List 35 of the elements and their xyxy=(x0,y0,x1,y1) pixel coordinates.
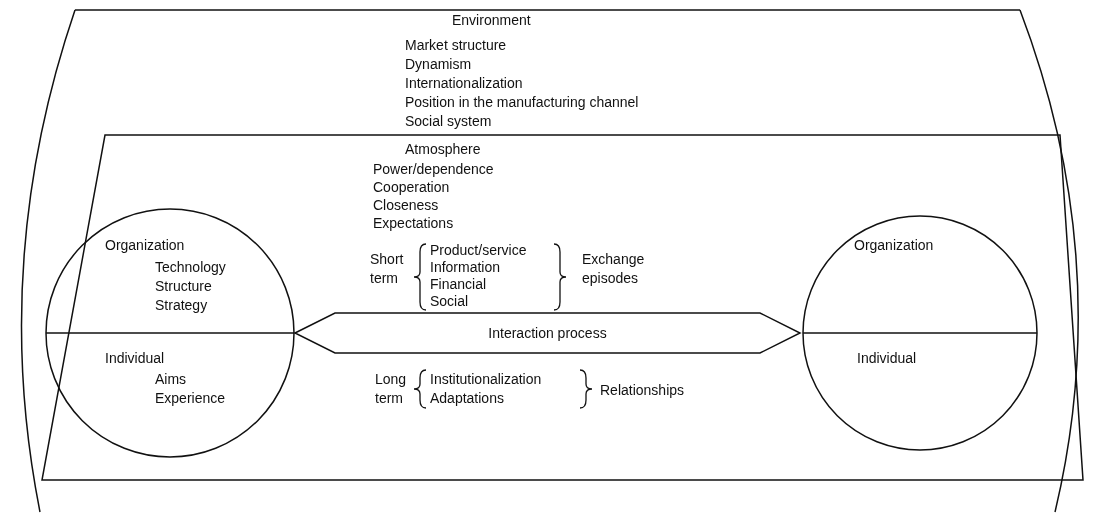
annotation-text: Social xyxy=(430,292,469,311)
annotation-text: Product/service xyxy=(430,241,527,260)
heading: Atmosphere xyxy=(405,141,481,158)
heading: Organization xyxy=(854,237,934,254)
list-item: Social system xyxy=(405,113,492,130)
atmosphere-panel xyxy=(40,133,1085,483)
list-item: Cooperation xyxy=(373,179,450,196)
list-item: Technology xyxy=(155,259,226,276)
annotation-text: Adaptations xyxy=(430,389,504,408)
list-item: Power/dependence xyxy=(373,161,494,178)
annotation-text: Financial xyxy=(430,275,487,294)
heading: Individual xyxy=(857,350,917,367)
list-item: Closeness xyxy=(373,197,439,214)
annotation-text: Relationships xyxy=(600,381,685,400)
annotation-text: Institutionalization xyxy=(430,370,542,389)
party-circle xyxy=(45,208,295,458)
list-item: Market structure xyxy=(405,37,507,54)
list-item: Experience xyxy=(155,390,226,407)
list-item: Strategy xyxy=(155,297,208,314)
list-item: Internationalization xyxy=(405,75,523,92)
list-item: Dynamism xyxy=(405,56,472,73)
heading: Individual xyxy=(105,350,165,367)
annotation-text: Short term xyxy=(370,250,405,288)
party-circle xyxy=(802,215,1038,451)
heading: Environment xyxy=(452,12,531,29)
annotation-text: Long term xyxy=(375,370,408,408)
band-label: Interaction process xyxy=(487,325,608,342)
list-item: Structure xyxy=(155,278,212,295)
process-band xyxy=(295,313,800,353)
heading: Organization xyxy=(105,237,185,254)
list-item: Expectations xyxy=(373,215,454,232)
list-item: Position in the manufacturing channel xyxy=(405,94,639,111)
annotation-text: Exchange episodes xyxy=(582,250,646,288)
list-item: Aims xyxy=(155,371,187,388)
annotation-text: Information xyxy=(430,258,501,277)
